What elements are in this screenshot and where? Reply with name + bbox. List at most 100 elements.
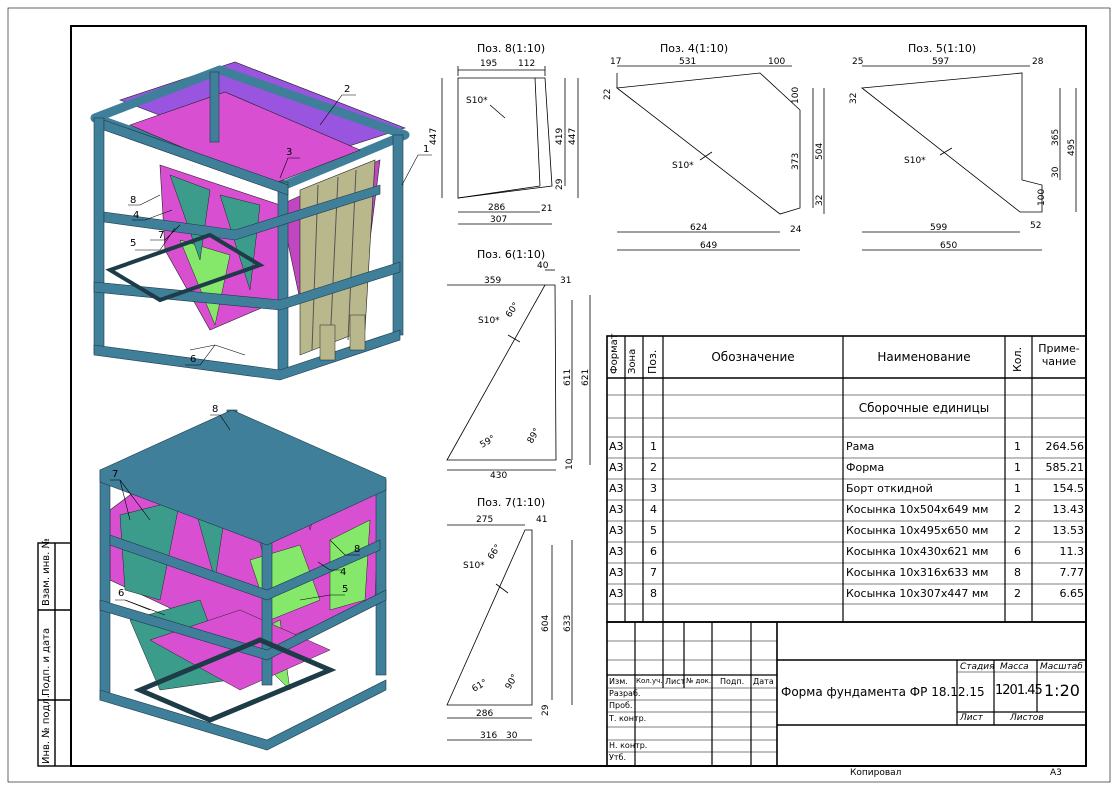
pos8-dim-286: 286 — [488, 203, 505, 213]
sheets-label: Листов — [1010, 713, 1044, 723]
row-format: А3 — [609, 524, 624, 537]
pos8-dim-112: 112 — [518, 59, 535, 69]
pos5-thickness: S10* — [904, 156, 926, 166]
side-stamp-grid — [37, 542, 72, 767]
row-name: Косынка 10x316x633 мм — [846, 566, 989, 579]
copied-label: Копировал — [850, 768, 902, 778]
row-qty: 2 — [1014, 503, 1021, 516]
row-name: Косынка 10x430x621 мм — [846, 545, 989, 558]
row-pos: 7 — [650, 566, 657, 579]
row-name: Форма — [846, 461, 885, 474]
pos6-angle-89: 89° — [526, 427, 543, 446]
pos4-title: Поз. 4(1:10) — [660, 42, 728, 55]
pos4-dim-100b: 100 — [791, 87, 801, 104]
pos4-dim-649: 649 — [700, 241, 717, 251]
callout-8: 8 — [130, 195, 136, 206]
pos8-thickness: S10* — [466, 96, 488, 106]
title-block-grid — [606, 621, 1087, 767]
spec-section-title: Сборочные единицы — [858, 401, 990, 415]
row-note: 154.5 — [1052, 482, 1085, 495]
row-qty: 6 — [1014, 545, 1021, 558]
row-format: А3 — [609, 461, 624, 474]
pos8-dim-419: 419 — [555, 128, 565, 145]
pos5-dim-100: 100 — [1037, 189, 1047, 206]
pos6-dim-31: 31 — [560, 276, 571, 286]
scale-label: Масштаб — [1040, 662, 1083, 672]
tb-col-date: Дата — [753, 677, 774, 686]
row-note: 7.77 — [1059, 566, 1085, 579]
pos6-title: Поз. 6(1:10) — [477, 248, 545, 261]
pos5-dim-32: 32 — [849, 93, 859, 104]
pos5-dim-495: 495 — [1067, 139, 1077, 156]
row-pos: 1 — [650, 440, 657, 453]
pos5-dim-52: 52 — [1030, 221, 1041, 231]
pos6-dim-10: 10 — [565, 458, 575, 470]
row-pos: 6 — [650, 545, 657, 558]
tb-col-izm: Изм. — [609, 677, 628, 686]
row-note: 6.65 — [1059, 587, 1085, 600]
callout-2: 2 — [344, 84, 350, 95]
row-pos: 3 — [650, 482, 657, 495]
row-name: Косынка 10x307x447 мм — [846, 587, 989, 600]
row-note: 585.21 — [1045, 461, 1085, 474]
view-pos6 — [446, 269, 591, 471]
pos6-dim-359: 359 — [484, 276, 501, 286]
pos8-dim-29: 29 — [555, 178, 565, 190]
pos6-dim-430: 430 — [490, 471, 507, 481]
pos6-dim-621: 621 — [581, 369, 591, 386]
pos5-dim-650: 650 — [940, 241, 957, 251]
pos5-dim-365: 365 — [1051, 129, 1061, 146]
row-note: 11.3 — [1059, 545, 1085, 558]
pos4-thickness: S10* — [672, 161, 694, 171]
row-format: А3 — [609, 587, 624, 600]
pos6-thickness: S10* — [478, 316, 500, 326]
pos8-dim-195: 195 — [480, 59, 497, 69]
pos7-dim-633: 633 — [563, 615, 573, 632]
view-pos7 — [446, 524, 573, 741]
pos7-dim-30: 30 — [506, 731, 518, 741]
pos7-thickness: S10* — [463, 561, 485, 571]
row-qty: 1 — [1014, 461, 1021, 474]
drawing-title: Форма фундамента ФР 18.12.15 — [781, 685, 985, 699]
view-pos5 — [860, 65, 1077, 251]
pos5-dim-30: 30 — [1051, 166, 1061, 178]
isometric-view-top — [90, 61, 432, 381]
pos8-title: Поз. 8(1:10) — [477, 42, 545, 55]
row-note: 13.43 — [1052, 503, 1085, 516]
callout-6-bottom: 6 — [118, 588, 124, 599]
tb-col-kolvo: Кол.уч. — [636, 677, 663, 685]
callout-5: 5 — [130, 238, 136, 249]
pos4-dim-17: 17 — [610, 57, 621, 67]
stage-label: Стадия — [960, 662, 995, 672]
row-pos: 4 — [650, 503, 657, 516]
tb-col-doc: № док. — [686, 677, 712, 685]
row-name: Косынка 10x504x649 мм — [846, 503, 989, 516]
callout-4: 4 — [133, 210, 139, 221]
callout-4-bottom: 4 — [340, 567, 346, 578]
view-pos8 — [441, 66, 579, 225]
spec-header-note: Приме- чание — [1038, 342, 1080, 368]
pos4-dim-373: 373 — [791, 153, 801, 170]
pos7-dim-316: 316 — [480, 731, 497, 741]
pos7-dim-604: 604 — [541, 615, 551, 632]
row-format: А3 — [609, 482, 624, 495]
pos8-dim-21: 21 — [541, 204, 552, 214]
spec-header-pos: Поз. — [646, 349, 659, 374]
stamp-replace-inv: Взам. инв. № — [41, 538, 52, 606]
pos5-title: Поз. 5(1:10) — [908, 42, 976, 55]
row-pos: 8 — [650, 587, 657, 600]
stamp-sign-date: Подп. и дата — [41, 627, 52, 696]
pos6-dim-40: 40 — [537, 261, 549, 271]
row-note: 13.53 — [1052, 524, 1085, 537]
callout-8b-bottom: 8 — [354, 544, 360, 555]
spec-header-zone: Зона — [627, 348, 638, 374]
scale-value: 1:20 — [1044, 681, 1080, 700]
mass-value: 1201.45 — [995, 683, 1043, 698]
pos8-dim-307: 307 — [490, 215, 507, 225]
callout-1: 1 — [423, 144, 429, 155]
row-format: А3 — [609, 503, 624, 516]
row-name: Борт откидной — [846, 482, 933, 495]
tb-role-tech-control: Т. контр. — [609, 714, 647, 723]
pos5-dim-28: 28 — [1032, 57, 1044, 67]
